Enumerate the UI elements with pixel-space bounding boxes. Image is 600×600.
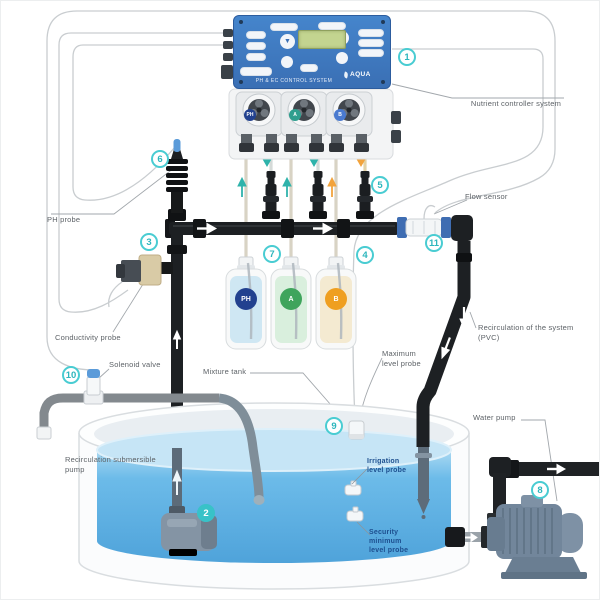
label-ph-probe: PH probe <box>47 215 81 224</box>
submersible-pump <box>161 506 217 556</box>
mixture-tank <box>78 402 470 590</box>
cable-connector <box>391 111 401 124</box>
controller-button <box>270 23 298 31</box>
controller-system-label: PH & EC CONTROL SYSTEM <box>255 78 333 84</box>
callout-9: 9 <box>325 417 343 435</box>
label-nutrient-controller: Nutrient controller system <box>470 99 562 108</box>
label-recirculation-submersible-pump: Recirculation submersible pump <box>65 455 156 474</box>
cable-connector <box>223 41 233 49</box>
float-leaders <box>351 468 371 536</box>
label-security-minimum-level-probe: Security minimum level probe <box>369 529 409 555</box>
screw-icon <box>239 80 243 84</box>
label-irrigation-level-probe: Irrigation level probe <box>367 458 407 475</box>
screw-icon <box>381 80 385 84</box>
controller-knob <box>281 56 293 68</box>
callout-2: 2 <box>197 504 215 522</box>
controller-knob <box>336 52 348 64</box>
leaf-icon <box>343 71 349 78</box>
label-maximum-level-probe: Maximum level probe <box>382 349 421 368</box>
label-water-pump: Water pump <box>473 413 516 422</box>
label-flow-sensor: Flow sensor <box>465 192 508 201</box>
callout-11: 11 <box>425 234 443 252</box>
cable-connector <box>223 53 233 61</box>
return-pipe-submerged <box>415 447 432 519</box>
controller-button <box>240 67 272 76</box>
pump-head-ph <box>235 91 283 152</box>
callout-3: 3 <box>140 233 158 251</box>
controller-button <box>246 53 266 61</box>
callout-6: 6 <box>151 150 169 168</box>
ph-probe-assembly <box>166 139 188 221</box>
conductivity-probe-assembly <box>116 254 173 286</box>
check-valve-ph <box>262 171 280 219</box>
flow-sensor-assembly <box>397 215 473 241</box>
cable-connector <box>391 130 401 143</box>
pump-label-ph: PH <box>244 109 256 121</box>
pump-label-a: A <box>289 109 301 121</box>
callout-1: 1 <box>398 48 416 66</box>
check-valve-a <box>309 171 327 219</box>
manifold-pipe <box>165 219 399 238</box>
screw-icon <box>239 20 243 24</box>
callout-7: 7 <box>263 245 281 263</box>
label-solenoid-valve: Solenoid valve <box>109 360 161 369</box>
submerged-items <box>161 393 432 556</box>
callout-4: 4 <box>356 246 374 264</box>
pump-label-b: B <box>334 109 346 121</box>
float-switches <box>344 480 364 522</box>
check-valves <box>262 171 374 219</box>
cable-connector <box>221 65 233 79</box>
nutrient-controller-unit: ▼ ▲ AQUA PH & EC CONTROL SYSTEM <box>233 15 391 89</box>
manifold-flow-arrows <box>197 222 334 235</box>
controller-button <box>358 29 384 37</box>
callout-10: 10 <box>62 366 80 384</box>
maximum-level-probe-device <box>348 420 365 440</box>
controller-button <box>246 31 266 39</box>
controller-button <box>246 42 266 50</box>
dosing-tubes <box>244 153 367 259</box>
bottle-label-ph: PH <box>235 288 257 310</box>
brand-logo: AQUA <box>343 71 390 78</box>
label-conductivity-probe: Conductivity probe <box>55 333 121 342</box>
callout-5: 5 <box>371 176 389 194</box>
cable-connector <box>223 29 233 37</box>
controller-button <box>300 64 318 72</box>
solenoid-valve-device <box>86 369 101 396</box>
controller-button <box>358 49 384 57</box>
bottle-label-a: A <box>280 288 302 310</box>
pump-control-button: ▼ <box>280 34 295 49</box>
callout-8: 8 <box>531 481 549 499</box>
screw-icon <box>381 20 385 24</box>
bottle-label-b: B <box>325 288 347 310</box>
controller-button <box>358 39 384 47</box>
peristaltic-pump-module <box>228 88 394 160</box>
check-valve-b <box>356 171 374 219</box>
recirculation-return-pipe <box>416 241 472 447</box>
controller-button <box>318 22 346 30</box>
irrigation-hose-submerged <box>218 393 265 505</box>
label-recirculation-pvc: Recirculation of the system (PVC) <box>478 323 574 342</box>
water-pump-device <box>487 457 599 579</box>
label-mixture-tank: Mixture tank <box>203 367 247 376</box>
irrigation-line <box>36 369 219 440</box>
lcd-display <box>298 30 346 49</box>
